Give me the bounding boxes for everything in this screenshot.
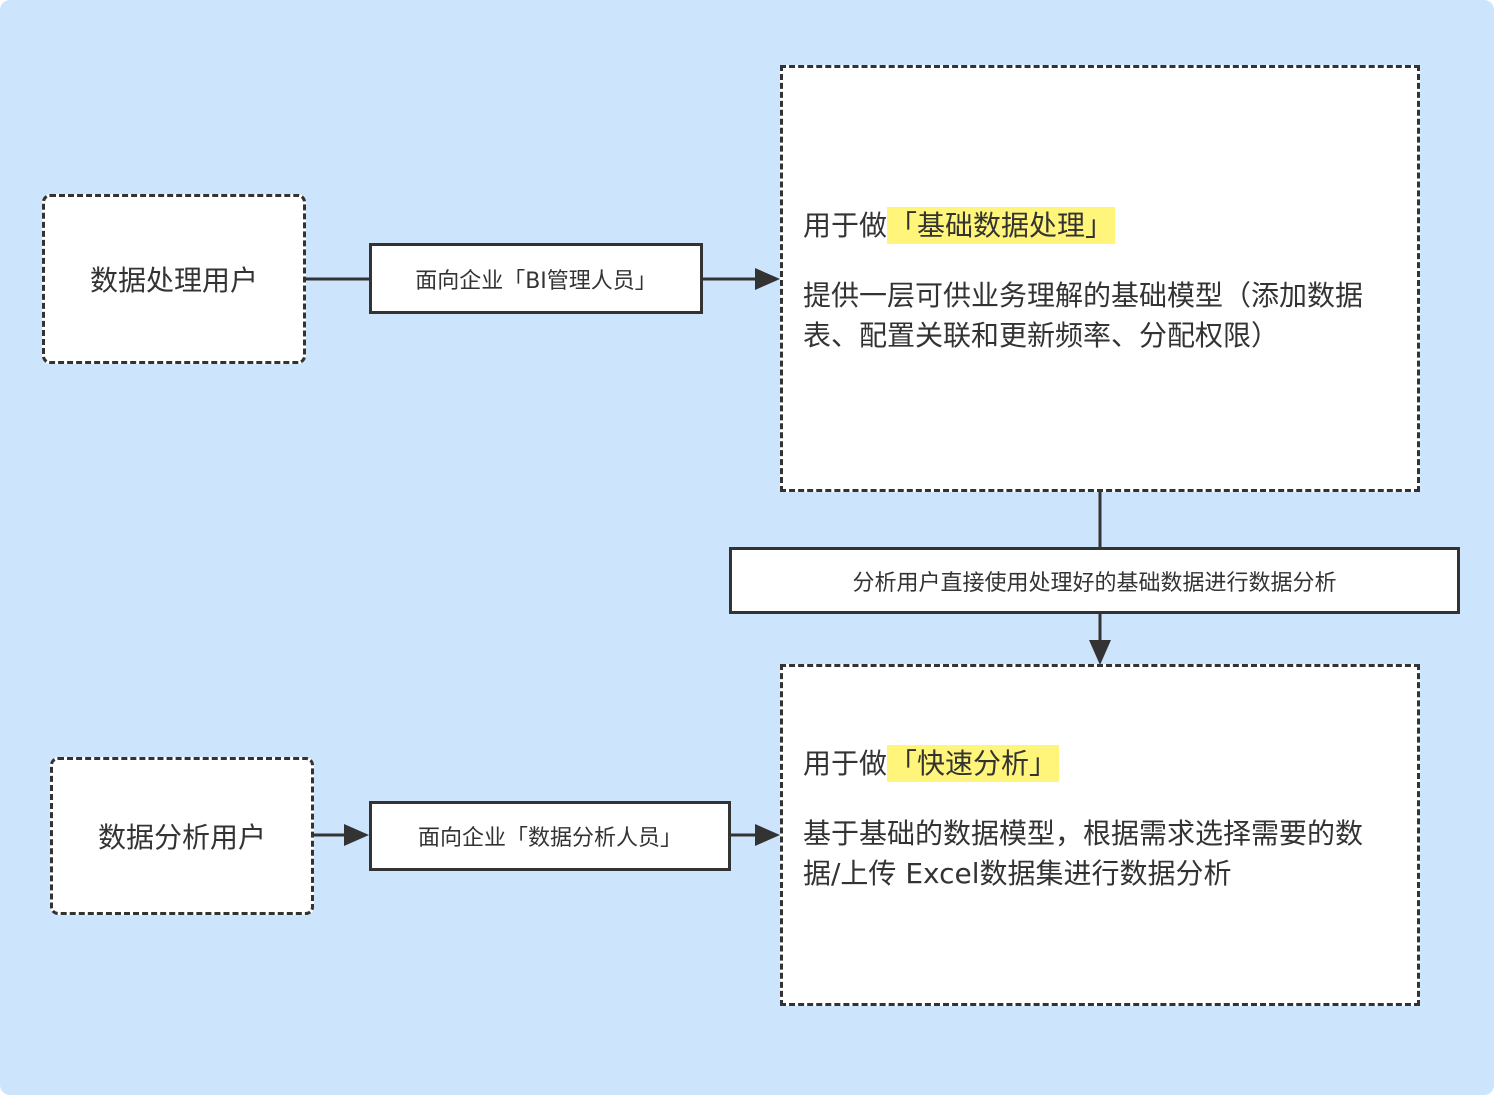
processing-user-node[interactable]: 数据处理用户 bbox=[42, 194, 306, 364]
analysis-desc-node[interactable]: 用于做「快速分析」 基于基础的数据模型，根据需求选择需要的数据/上传 Excel… bbox=[780, 664, 1420, 1006]
processing-edge-label: 面向企业「BI管理人员」 bbox=[415, 268, 657, 294]
processing-edge-label-box[interactable]: 面向企业「BI管理人员」 bbox=[369, 243, 703, 314]
arrowhead-icon bbox=[1089, 640, 1111, 665]
analysis-user-label: 数据分析用户 bbox=[97, 821, 266, 854]
processing-desc-highlight: 「基础数据处理」 bbox=[887, 207, 1116, 244]
arrowhead-icon bbox=[755, 268, 780, 290]
analysis-desc-prefix: 用于做 bbox=[803, 747, 888, 780]
analysis-edge-label-box[interactable]: 面向企业「数据分析人员」 bbox=[369, 801, 731, 871]
processing-user-label: 数据处理用户 bbox=[89, 264, 258, 297]
analysis-desc-highlight: 「快速分析」 bbox=[887, 745, 1060, 782]
analysis-user-node[interactable]: 数据分析用户 bbox=[50, 757, 314, 915]
arrowhead-icon bbox=[755, 824, 780, 846]
analysis-desc-title: 用于做「快速分析」 bbox=[803, 744, 1397, 784]
middle-edge-label: 分析用户直接使用处理好的基础数据进行数据分析 bbox=[852, 570, 1337, 596]
middle-edge-label-box[interactable]: 分析用户直接使用处理好的基础数据进行数据分析 bbox=[729, 547, 1460, 614]
analysis-desc-body: 基于基础的数据模型，根据需求选择需要的数据/上传 Excel数据集进行数据分析 bbox=[803, 817, 1364, 890]
analysis-edge-label: 面向企业「数据分析人员」 bbox=[417, 826, 682, 851]
processing-desc-title: 用于做「基础数据处理」 bbox=[803, 206, 1397, 246]
arrowhead-icon bbox=[344, 824, 369, 846]
processing-desc-body: 提供一层可供业务理解的基础模型（添加数据表、配置关联和更新频率、分配权限） bbox=[803, 279, 1364, 352]
processing-desc-node[interactable]: 用于做「基础数据处理」 提供一层可供业务理解的基础模型（添加数据表、配置关联和更… bbox=[780, 65, 1420, 492]
processing-desc-prefix: 用于做 bbox=[803, 209, 888, 242]
